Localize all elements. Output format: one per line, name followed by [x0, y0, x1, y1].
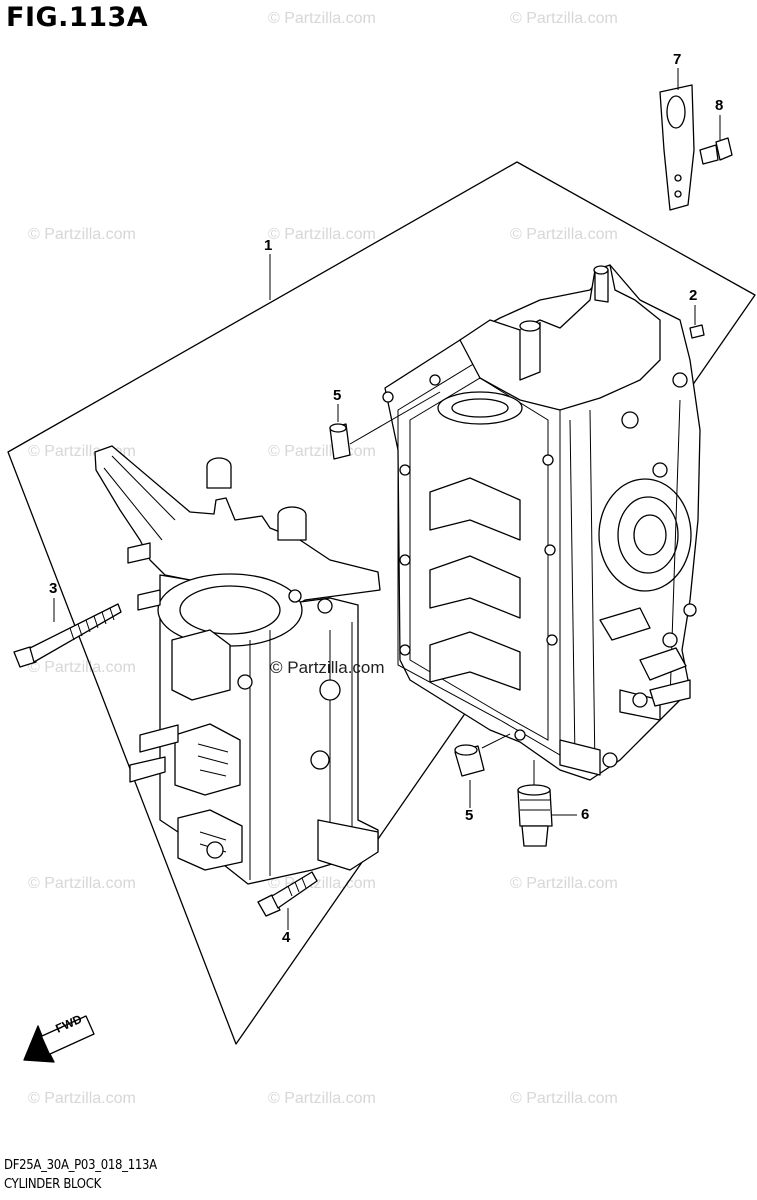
- figure-title: FIG.113A: [6, 2, 149, 33]
- callout-2[interactable]: 2: [689, 287, 698, 304]
- callout-6[interactable]: 6: [581, 806, 590, 823]
- watermark: © Partzilla.com: [510, 875, 618, 892]
- fwd-arrow-icon: [23, 1015, 95, 1063]
- dowel-upper-drawing: [329, 391, 441, 460]
- plug-2-drawing: [689, 324, 705, 339]
- assembly-boundary: [7, 161, 756, 1045]
- callout-1[interactable]: 1: [264, 237, 273, 254]
- watermark: © Partzilla.com: [268, 1090, 376, 1107]
- bracket-7-drawing: [659, 84, 695, 211]
- callout-3[interactable]: 3: [49, 580, 58, 597]
- cylinder-head-part: [94, 445, 381, 885]
- watermark: © Partzilla.com: [510, 1090, 618, 1107]
- diagram-code: DF25A_30A_P03_018_113A: [4, 1158, 157, 1173]
- callout-8[interactable]: 8: [715, 97, 724, 114]
- watermark: © Partzilla.com: [28, 875, 136, 892]
- watermark: © Partzilla.com: [510, 10, 618, 27]
- callout-5-upper[interactable]: 5: [333, 387, 342, 404]
- watermark-center: © Partzilla.com: [270, 658, 385, 677]
- callout-4[interactable]: 4: [282, 929, 291, 946]
- callout-7[interactable]: 7: [673, 51, 682, 68]
- diagram-caption: CYLINDER BLOCK: [4, 1177, 101, 1192]
- watermark: © Partzilla.com: [510, 226, 618, 243]
- fitting-6-drawing: [517, 760, 553, 847]
- watermark: © Partzilla.com: [268, 226, 376, 243]
- crankcase-part: [382, 264, 701, 781]
- callout-5-lower[interactable]: 5: [465, 807, 474, 824]
- bolt-8-drawing: [699, 137, 733, 165]
- watermark: © Partzilla.com: [268, 10, 376, 27]
- leader-lines: [53, 68, 721, 930]
- dowel-lower-drawing: [454, 733, 511, 777]
- bolt-3-drawing: [13, 603, 122, 668]
- bolt-4-drawing: [257, 871, 318, 917]
- watermark: © Partzilla.com: [28, 226, 136, 243]
- watermark: © Partzilla.com: [28, 659, 136, 676]
- flange-bolt-holes: [382, 374, 558, 741]
- watermark: © Partzilla.com: [28, 1090, 136, 1107]
